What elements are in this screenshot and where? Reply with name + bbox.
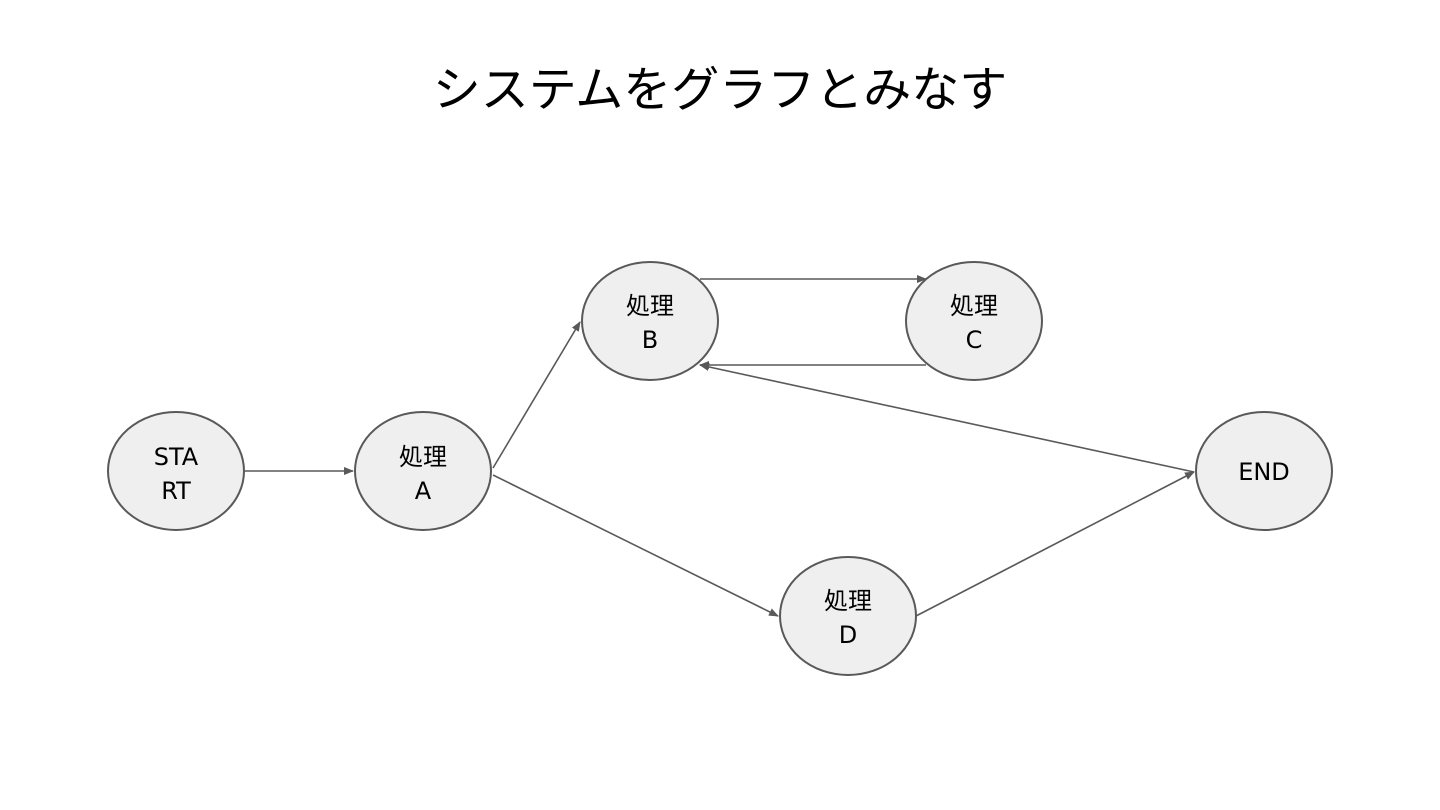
node-a-label-line1: 処理 [399, 443, 447, 471]
node-d-label-line1: 処理 [824, 587, 872, 615]
node-d-shape [779, 556, 917, 676]
edge-d-to-end [915, 471, 1195, 617]
edges [244, 275, 1195, 617]
node-c-label-line1: 処理 [950, 292, 998, 320]
node-b-label-line2: B [642, 326, 658, 354]
node-end-label: END [1238, 458, 1290, 486]
node-a-shape [354, 411, 492, 531]
node-end-shape [1195, 411, 1333, 531]
edge-a-to-d [492, 474, 779, 617]
node-start: STA RT [107, 411, 245, 531]
node-d: 処理 D [779, 556, 917, 676]
node-start-label-line2: RT [161, 477, 191, 505]
node-start-label-line1: STA [154, 443, 199, 471]
page-title: システムをグラフとみなす [432, 62, 1008, 118]
node-b: 処理 B [581, 261, 719, 381]
node-b-label-line1: 処理 [626, 292, 674, 320]
node-d-label-line2: D [839, 621, 857, 649]
node-b-shape [581, 261, 719, 381]
node-c: 処理 C [905, 261, 1043, 381]
node-a: 処理 A [354, 411, 492, 531]
node-a-label-line2: A [415, 477, 432, 505]
node-end: END [1195, 411, 1333, 531]
edge-a-to-b [492, 321, 581, 469]
node-start-shape [107, 411, 245, 531]
node-c-label-line2: C [966, 326, 983, 354]
node-c-shape [905, 261, 1043, 381]
edge-end-to-b [699, 362, 1195, 473]
